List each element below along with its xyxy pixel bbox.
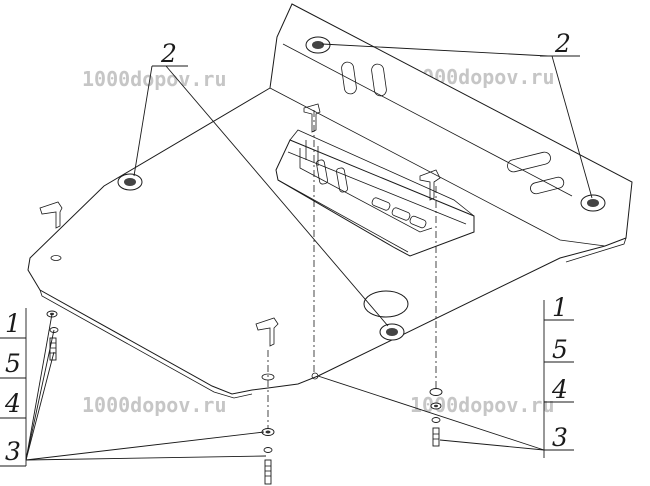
legend-item-5: 5: [552, 335, 568, 364]
callout-2-left: 2: [133, 39, 389, 327]
nut-icon: [580, 194, 606, 212]
legend-item-1: 1: [5, 309, 21, 338]
callout-number: 2: [554, 29, 571, 58]
legend-item-3: 3: [552, 423, 568, 452]
nut-icon: [379, 323, 405, 341]
watermark-text: 1000dopov.ru: [82, 67, 227, 91]
fasteners: [117, 36, 606, 341]
legend-item-5: 5: [5, 349, 21, 378]
callout-number: 2: [160, 39, 177, 68]
legend-item-1: 1: [552, 293, 568, 322]
legend-stack-right: 1 5 4 3: [317, 293, 574, 458]
legend-item-3: 3: [5, 437, 21, 466]
nut-icon: [305, 36, 331, 54]
legend-item-4: 4: [4, 389, 21, 418]
legend-item-4: 4: [551, 375, 568, 404]
nut-icon: [117, 173, 143, 191]
hardware-stack-right: [429, 388, 443, 447]
mounting-tabs: [39, 201, 279, 347]
legend-stack-left: 1 5 4 3: [0, 308, 267, 467]
assembly-axes: [267, 110, 437, 430]
callout-2-right: 2: [321, 29, 593, 199]
watermark-text: 1000dopov.ru: [82, 393, 227, 417]
skid-plate: [27, 3, 633, 399]
hardware-stack-center: [261, 428, 275, 485]
